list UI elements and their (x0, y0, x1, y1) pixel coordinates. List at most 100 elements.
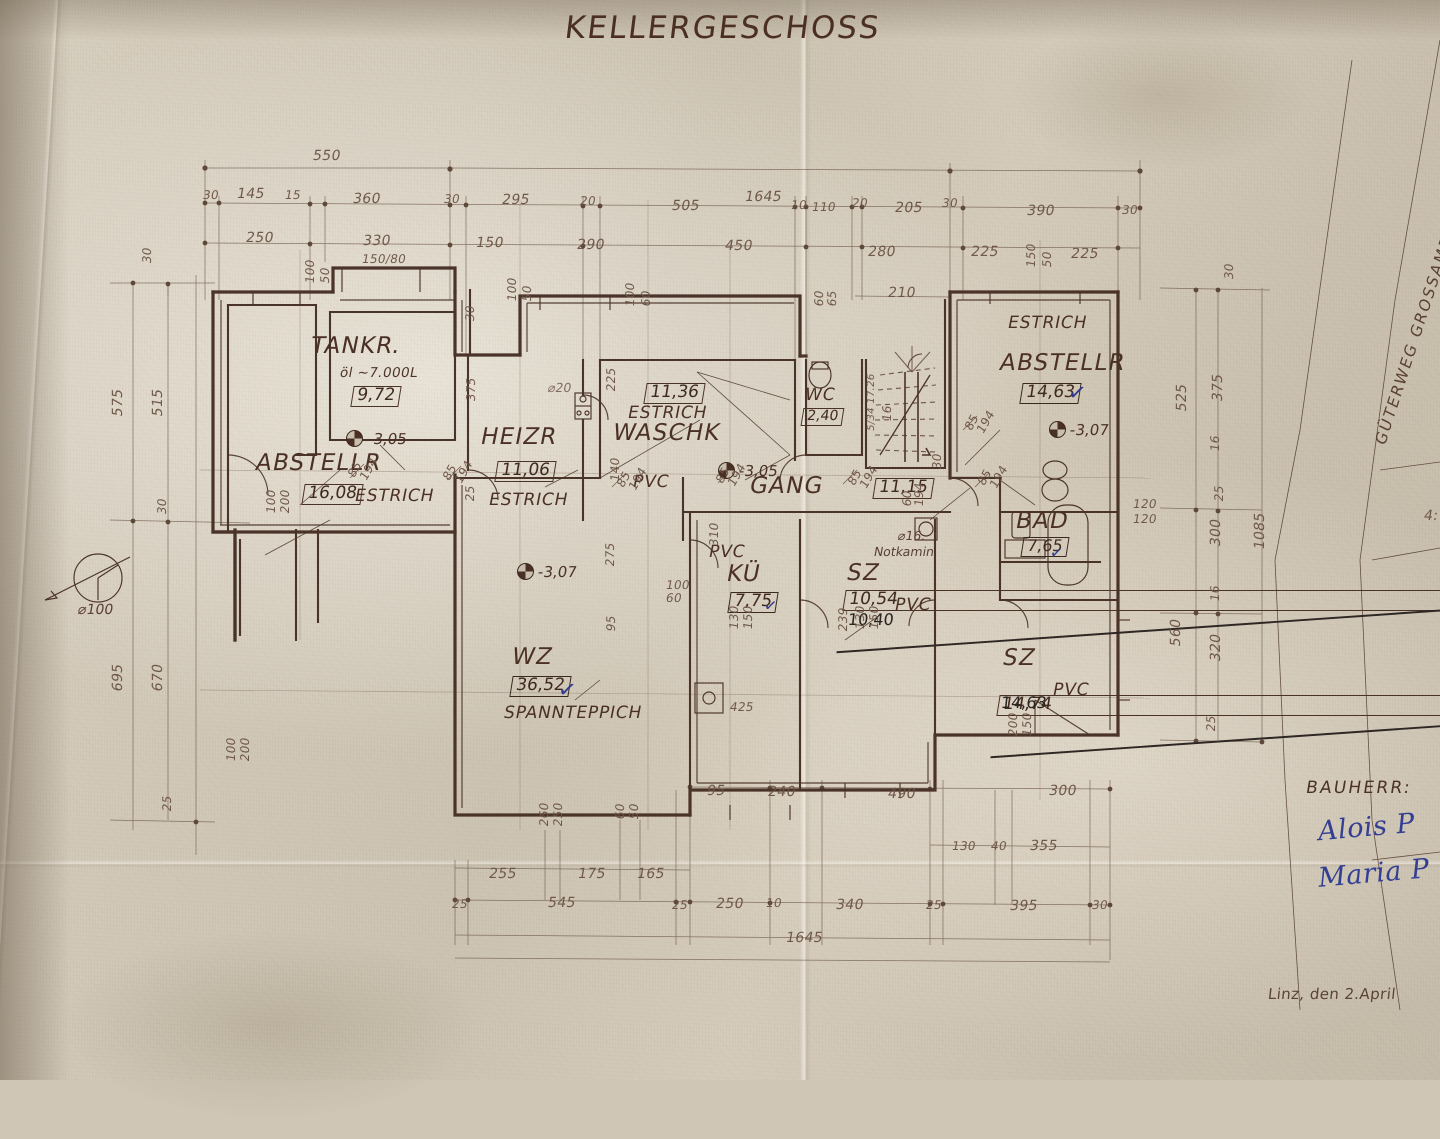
floor-estrich-abstellr-left: ESTRICH (353, 486, 436, 506)
dim-int-60a: 60 (639, 289, 653, 308)
check-mark-abstellr-right: ✓ (1066, 379, 1089, 408)
dim-top-1645: 1645 (743, 189, 784, 205)
dim-bot1-95: 95 (705, 783, 727, 799)
room-label-abstellr-right: ABSTELLR (997, 350, 1129, 376)
place-date: Linz, den 2.April (1267, 985, 1397, 1003)
dim-top-15080: 150/80 (360, 252, 408, 266)
room-label-sz-2: SZ (1000, 645, 1039, 671)
dim-left-695: 695 (110, 662, 126, 693)
floor-estrich-heizr: ESTRICH (487, 490, 570, 510)
dim-bot3-25b: 25 (670, 898, 690, 912)
fold-crease-horizontal (0, 860, 1440, 868)
dim-top3-250: 250 (244, 230, 276, 246)
dim-int-100c: 100 (623, 281, 637, 308)
dimension-lines (109, 160, 1271, 963)
floor-plan-drawing: KELLERGESCHOSS TANKR. öl ~7.000L 9,72 AB… (0, 0, 1440, 1080)
dim-top2-20a: 20 (578, 194, 598, 208)
dim-bot2-355: 355 (1028, 838, 1060, 854)
bathroom-fixtures (1004, 460, 1089, 586)
dim-top2-145: 145 (235, 186, 267, 202)
dim-int-120a: 120 (1131, 497, 1159, 511)
dim-top2-295: 295 (500, 192, 532, 208)
dim-top3-225b: 225 (1069, 246, 1101, 262)
dim-right-16: 16 (1208, 434, 1222, 453)
dim-int-130a: 130 (727, 604, 741, 631)
dim-top2-30b: 30 (442, 192, 462, 206)
dim-int-95: 95 (604, 614, 618, 633)
dim-bot1-490: 490 (886, 786, 918, 802)
dim-int-310: 310 (707, 521, 721, 548)
dim-top2-505: 505 (670, 198, 702, 214)
dim-int-65: 65 (825, 289, 839, 308)
tank-spec-label: öl ~7.000L (338, 365, 420, 381)
dim-left-30b: 30 (155, 497, 169, 516)
dim-bot3-545: 545 (546, 895, 578, 911)
bauherr-label: BAUHERR: (1304, 778, 1414, 798)
room-label-waschk: WASCHK (610, 420, 723, 446)
level-wz: -3,07 (536, 563, 579, 581)
dim-bot3-250: 250 (714, 896, 746, 912)
dim-int-100a: 100 (303, 258, 317, 285)
heating-equipment (574, 392, 592, 420)
dim-left-30: 30 (140, 246, 154, 265)
dim-int-200c: 200 (238, 736, 252, 763)
wall-inner-lines (220, 299, 1111, 808)
pipe-diameter-label: ⌀20 (546, 380, 573, 395)
shaft-diameter-label: ⌀100 (76, 602, 115, 618)
dim-left-515: 515 (150, 387, 166, 418)
exterior-walls (211, 266, 1120, 817)
plan-vector-layer (44, 39, 1440, 1011)
dim-top3-330: 330 (361, 233, 393, 249)
area-waschk: 11,36 (643, 382, 706, 404)
dim-bottom-total: 1645 (784, 930, 825, 946)
dim-int-50a: 50 (318, 266, 332, 285)
check-mark-ku: ✓ (762, 595, 779, 616)
area-heizr: 11,06 (494, 460, 557, 482)
dim-top2-110: 110 (810, 200, 838, 214)
dim-right-300: 300 (1208, 517, 1224, 548)
dim-bot2-130: 130 (950, 839, 978, 853)
dim-top2-205: 205 (893, 200, 925, 216)
dim-int-30-right: 30 (930, 452, 944, 471)
area-tankr: 9,72 (350, 385, 402, 407)
fold-crease-vertical-1 (800, 0, 811, 1080)
dim-top2-360: 360 (351, 191, 383, 207)
floor-estrich-abstellr-right: ESTRICH (1006, 313, 1089, 333)
edge-shadow-top (0, 0, 1440, 40)
level-dot-abstellr-right (1049, 421, 1066, 438)
wc-fixture (808, 361, 832, 389)
dim-top3-50: 50 (1040, 250, 1054, 269)
floor-pvc-sz-1: PVC (893, 595, 934, 615)
dim-int-130b: 130 (853, 604, 867, 631)
wz-shaft-symbol (694, 682, 724, 714)
dim-top3-225a: 225 (969, 244, 1001, 260)
level-dot-gang (718, 462, 735, 479)
dim-top2-30c: 30 (940, 196, 960, 210)
dim-top3-450: 450 (723, 238, 755, 254)
level-dot-abstellr-left (346, 430, 363, 447)
dim-int-425: 425 (728, 700, 756, 714)
dim-right-30: 30 (1222, 262, 1236, 281)
room-label-tankr: TANKR. (308, 333, 404, 359)
dim-bot3-340: 340 (834, 897, 866, 913)
dim-top2-390: 390 (1025, 203, 1057, 219)
dim-int-60d: 60 (664, 591, 684, 605)
dim-int-150a: 150 (741, 604, 755, 631)
dim-int-194h: 194 (912, 481, 926, 508)
dim-right-375: 375 (1210, 372, 1226, 403)
dim-int-100f: 100 (224, 736, 238, 763)
dim-left-670: 670 (150, 662, 166, 693)
dim-int-16-stair: 16 (880, 404, 894, 423)
dim-int-50c: 50 (627, 802, 641, 821)
dim-right-1085: 1085 (1252, 511, 1268, 551)
dim-int-120b: 120 (1131, 512, 1159, 526)
dim-int-150b: 150 (867, 604, 881, 631)
dim-int-60b: 60 (812, 289, 826, 308)
dim-int-100e: 100 (264, 488, 278, 515)
dim-bot3-30: 30 (1090, 898, 1110, 912)
dim-int-260: 260 (537, 801, 551, 828)
dim-top-210: 210 (886, 285, 918, 301)
shaft-circle-symbol (44, 553, 131, 603)
dim-top2-15: 15 (283, 188, 303, 202)
dim-int-239: 239 (836, 606, 850, 633)
